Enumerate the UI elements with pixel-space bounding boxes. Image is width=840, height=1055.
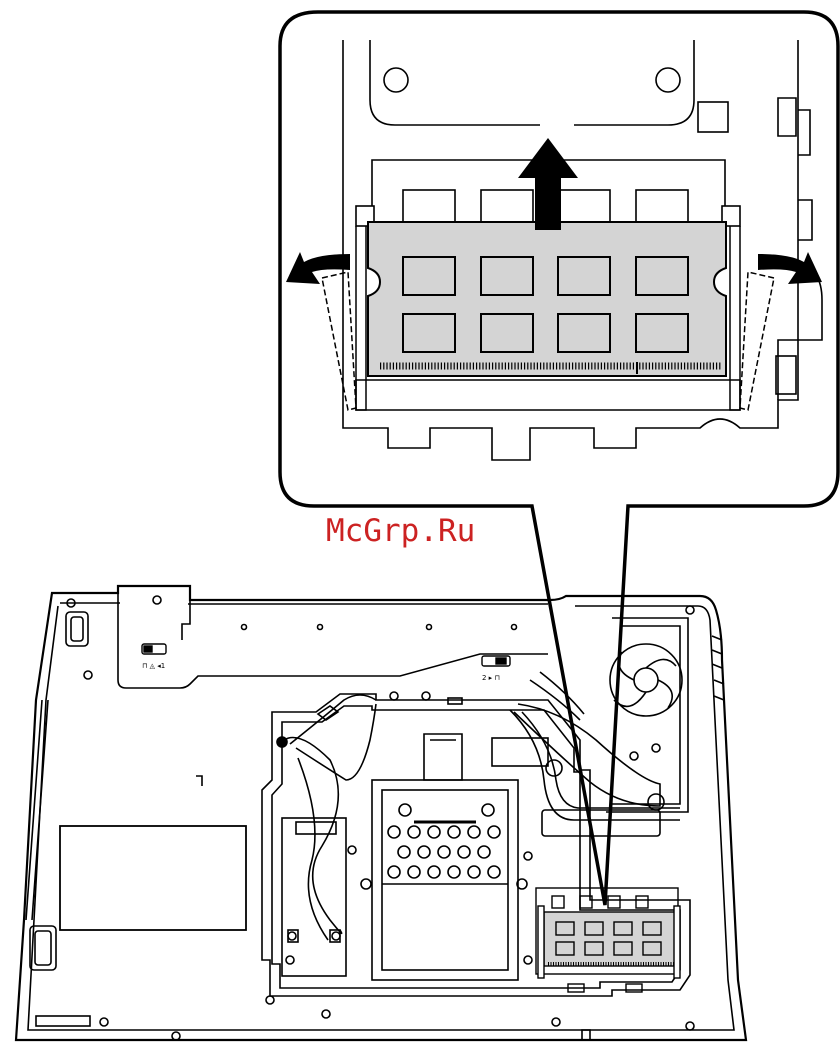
- memory-module-small: [536, 888, 680, 992]
- battery-switches: [142, 644, 510, 666]
- switch-label-left: ⊓ ◬ ◂1: [142, 662, 165, 670]
- laptop-bottom-case: [16, 586, 746, 1040]
- switch-label-right: 2 ▸ ⊓: [482, 674, 500, 682]
- callout-frame: [280, 12, 838, 905]
- watermark-text: McGrp.Ru: [326, 513, 475, 549]
- zoom-callout: [280, 12, 838, 905]
- memory-module-large: [368, 222, 726, 376]
- hard-drive-bay: [372, 780, 518, 980]
